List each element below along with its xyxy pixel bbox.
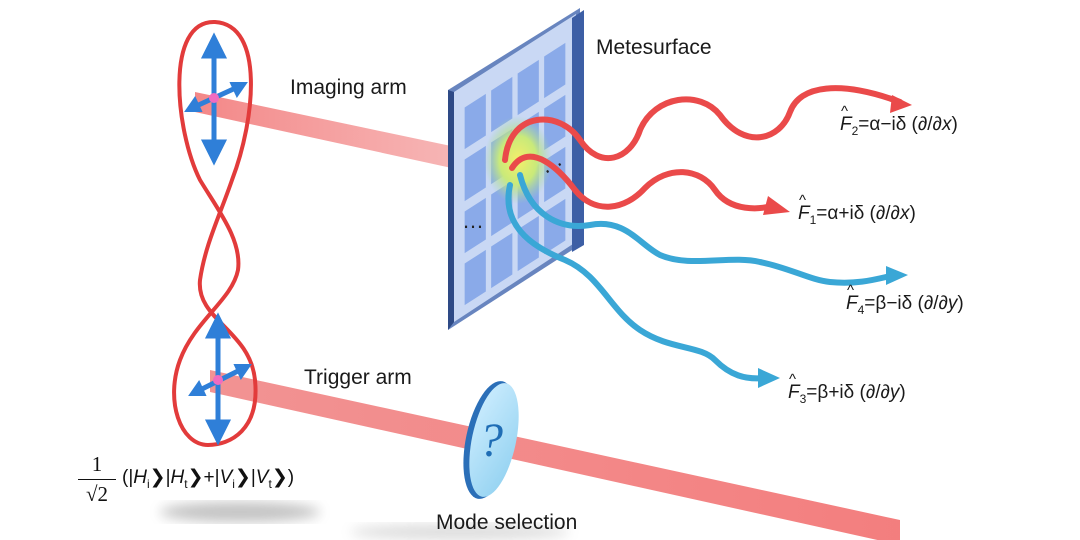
ket-bracket: ❯	[149, 467, 166, 488]
trigger-subscript: t	[268, 476, 272, 491]
ket-bracket: ❯	[234, 467, 251, 488]
operator-close: )	[909, 203, 916, 224]
operator-close: )	[899, 382, 906, 403]
mode-selection-label: Mode selection	[436, 511, 578, 534]
operator-expression: =α+iδ (∂/∂	[816, 203, 900, 224]
operator-f2: ^F2=α−iδ (∂/∂x)	[840, 103, 958, 138]
open-paren: (|	[122, 467, 134, 488]
bar: |	[250, 467, 256, 488]
output-beam-f4	[517, 172, 898, 286]
operator-variable: y	[947, 293, 958, 314]
operator-symbol: F	[788, 382, 800, 403]
arrowhead-f3	[758, 368, 780, 388]
ket-bracket: ❯	[271, 467, 288, 488]
operator-f4: ^F4=β−iδ (∂/∂y)	[846, 282, 964, 317]
ground-shadow	[160, 502, 320, 522]
bar: |	[165, 467, 171, 488]
idler-subscript: i	[147, 476, 150, 491]
operator-symbol: F	[798, 203, 810, 224]
normalization-fraction: 1 √2	[78, 452, 116, 507]
hat-symbol: ^	[789, 371, 797, 388]
plus-bar: +|	[203, 467, 220, 488]
operator-variable: x	[941, 114, 952, 135]
operator-f3: ^F3=β+iδ (∂/∂y)	[788, 371, 906, 406]
arrowhead-f4	[886, 266, 908, 285]
operator-close: )	[957, 293, 964, 314]
arrowhead-f1	[763, 196, 790, 215]
fraction-denominator: √2	[85, 482, 109, 506]
metasurface-cell	[464, 249, 486, 306]
metasurface-cell	[464, 197, 486, 254]
operator-expression: =α−iδ (∂/∂	[858, 114, 942, 135]
operator-close: )	[951, 114, 958, 135]
v-symbol: V	[219, 467, 233, 488]
hat-symbol: ^	[841, 103, 849, 120]
trigger-beam	[210, 370, 900, 540]
ket-bracket: ❯	[187, 467, 204, 488]
trigger-subscript: t	[184, 476, 188, 491]
question-mark: ?	[479, 414, 503, 467]
output-beam-f2	[502, 85, 903, 163]
metasurface-cell	[464, 145, 486, 202]
hat-symbol: ^	[847, 282, 855, 299]
h-symbol: H	[133, 467, 147, 488]
operator-symbol: F	[840, 114, 852, 135]
operator-expression: =β+iδ (∂/∂	[806, 382, 890, 403]
mode-selection-lens	[463, 381, 519, 499]
h-symbol: H	[170, 467, 185, 488]
operator-subscript: 2	[851, 123, 859, 138]
metasurface-cell	[491, 76, 513, 133]
ellipsis-left: …	[462, 208, 484, 233]
operator-variable: x	[899, 203, 910, 224]
operator-subscript: 3	[799, 391, 807, 406]
fraction-numerator: 1	[78, 452, 116, 480]
metasurface-cell	[517, 59, 539, 116]
entanglement-lobes	[172, 19, 258, 448]
trigger-arm-label: Trigger arm	[304, 366, 412, 389]
operator-symbol: F	[846, 293, 858, 314]
arrowhead-f2	[890, 95, 912, 113]
operator-expression: =β−iδ (∂/∂	[864, 293, 948, 314]
operator-subscript: 4	[857, 302, 865, 317]
v-symbol: V	[255, 467, 269, 488]
polarization-cross-bottom	[188, 312, 252, 446]
polarization-cross-top	[184, 32, 248, 166]
operator-f1: ^F1=α+iδ (∂/∂x)	[798, 192, 916, 227]
imaging-beam	[195, 92, 470, 172]
metasurface-cell	[544, 198, 566, 255]
metasurface-cell	[544, 42, 566, 99]
close-paren: )	[287, 467, 295, 488]
output-beam-f1	[509, 153, 778, 212]
operator-variable: y	[889, 382, 900, 403]
imaging-arm-label: Imaging arm	[290, 76, 407, 99]
output-beam-f3	[505, 182, 768, 382]
metasurface-cell	[491, 232, 513, 289]
ground-shadow	[350, 524, 570, 540]
state-kets: (|Hi❯|Ht❯+|Vi❯|Vt❯)	[122, 466, 294, 491]
metasurface-cell	[464, 93, 486, 150]
idler-subscript: i	[232, 476, 235, 491]
metasurface-label: Metesurface	[596, 36, 712, 59]
operator-subscript: 1	[809, 212, 817, 227]
hat-symbol: ^	[799, 192, 807, 209]
